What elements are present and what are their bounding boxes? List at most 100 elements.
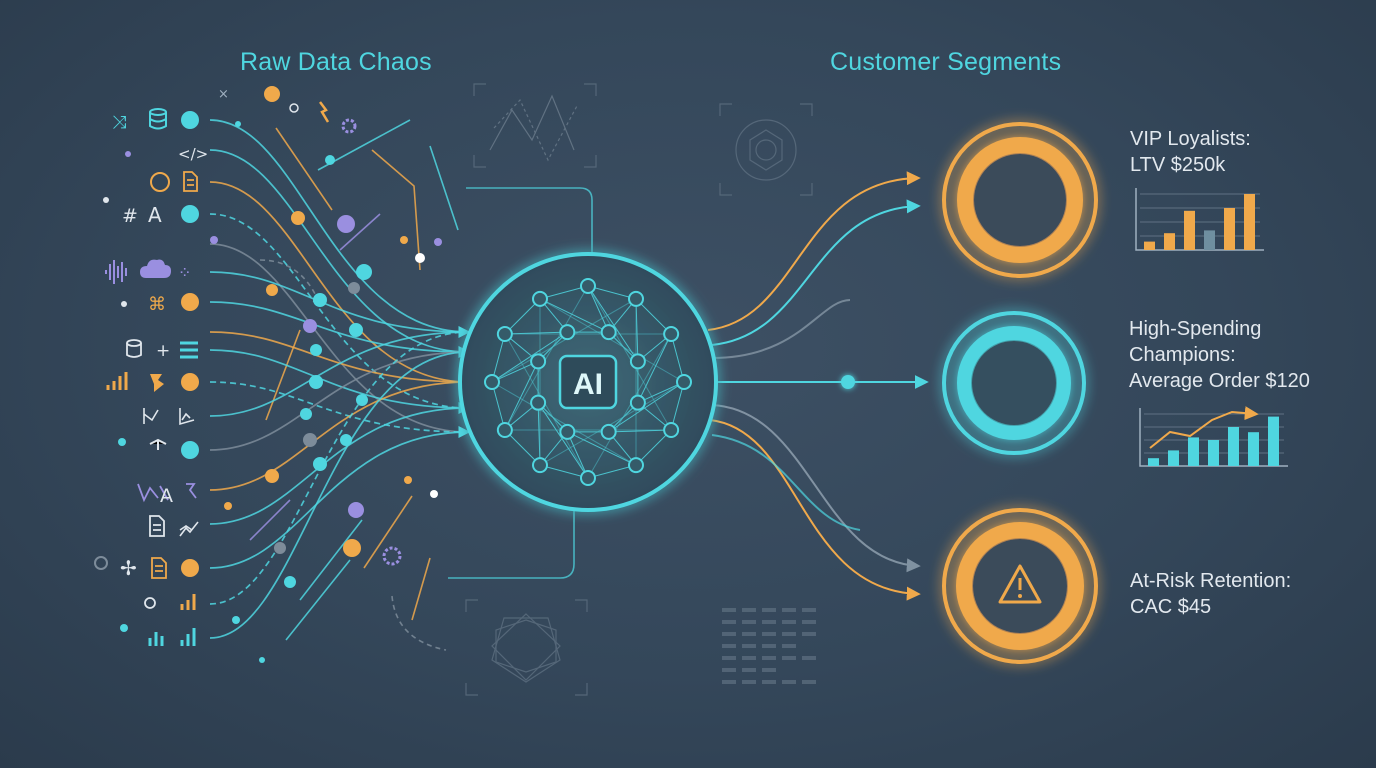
input-stream: [209, 331, 469, 417]
ai-core: AI: [458, 252, 718, 512]
output-flows: [707, 171, 929, 601]
warning-icon: [998, 564, 1042, 604]
chart-bar: [1168, 450, 1179, 466]
chart-bar: [1188, 437, 1199, 466]
chart-bar: [1208, 440, 1219, 466]
neural-node: [600, 324, 617, 341]
scatter-node: [400, 236, 408, 244]
sparkle-icon: ✢: [120, 556, 137, 580]
sphere-icon: [150, 172, 170, 192]
list-icon: [180, 341, 198, 359]
heading-customer-segments: Customer Segments: [830, 48, 1062, 76]
heading-raw-data: Raw Data Chaos: [240, 48, 432, 76]
hashtag-icon: #: [122, 205, 138, 227]
data-dot-small: [118, 438, 126, 446]
ring-icon: [289, 103, 299, 113]
scatter-node: [266, 284, 278, 296]
neural-node: [600, 423, 617, 440]
segment-champions-ring: [942, 311, 1086, 455]
input-stream: [209, 351, 469, 451]
chart-bar: [1204, 230, 1215, 250]
neural-node: [496, 326, 513, 342]
champions-bar-chart: [1139, 408, 1288, 467]
chart-bar: [1228, 427, 1239, 466]
data-dot-cyan: [181, 441, 199, 459]
neural-node: [676, 374, 692, 390]
champions-trend-line: [1149, 406, 1259, 449]
scatter-node: [325, 155, 335, 165]
flow-pulse-dot: [841, 375, 855, 389]
input-stream: [209, 271, 469, 333]
top-scatter-icons: [235, 86, 402, 566]
scatter-node: [224, 502, 232, 510]
chart-bar: [1224, 208, 1235, 250]
document-icon: [183, 171, 198, 192]
input-stream: [209, 213, 469, 409]
neural-node: [629, 394, 646, 411]
input-stream: [209, 119, 471, 338]
segment-atrisk-name: At-Risk Retention:: [1130, 570, 1292, 592]
ring-icon: [94, 556, 108, 570]
segment-atrisk-label: At-Risk Retention: CAC $45: [1130, 568, 1291, 620]
analysis-icon: [137, 483, 197, 503]
input-stream: [209, 381, 469, 433]
scatter-node: [348, 282, 360, 294]
scatter-node: [356, 264, 372, 280]
code-icon: </>: [178, 145, 208, 163]
data-dot-orange: [181, 373, 199, 391]
plus-icon: +: [156, 341, 170, 361]
scatter-node: [430, 490, 438, 498]
input-stream: [209, 346, 471, 639]
scatter-node: [404, 476, 412, 484]
gear-icon: [382, 546, 402, 566]
neural-nodes: [484, 278, 692, 486]
chart-bar: [1244, 194, 1255, 250]
scatter-node: [274, 542, 286, 554]
scatter-node: [259, 657, 265, 663]
input-stream: [209, 431, 469, 569]
neural-node: [484, 374, 500, 390]
scatter-nodes: [210, 155, 442, 663]
neural-node: [628, 290, 644, 307]
chart-bar: [1144, 241, 1155, 250]
input-stream: [209, 243, 471, 438]
scatter-node: [313, 457, 327, 471]
graph-node-icon: [149, 438, 167, 450]
chart-bar: [1148, 458, 1159, 466]
data-dot-small: [121, 301, 127, 307]
data-dot-small: [235, 121, 241, 127]
network-icon: ⌘: [148, 294, 166, 315]
bird-icon: [150, 374, 164, 392]
bar-signal-icon: [180, 594, 196, 610]
scatter-node: [265, 469, 279, 483]
neural-node: [530, 394, 547, 411]
data-dot-orange: [181, 559, 199, 577]
scatter-node: [349, 323, 363, 337]
segment-vip-ring: [942, 122, 1098, 278]
vip-bar-chart: [1135, 188, 1264, 251]
bar-chart-icon: [148, 628, 196, 646]
scatter-node: [310, 344, 322, 356]
segment-vip-label: VIP Loyalists: LTV $250k: [1130, 126, 1251, 178]
scatter-node: [415, 253, 425, 263]
scatter-node: [340, 434, 352, 446]
neural-node: [559, 423, 576, 440]
scatter-node: [337, 215, 355, 233]
input-stream: [209, 376, 471, 491]
close-icon: ×: [218, 87, 229, 102]
chart-axis: [1135, 188, 1264, 251]
neural-node: [663, 422, 680, 438]
input-stream: [209, 331, 469, 383]
scatter-node: [232, 616, 240, 624]
segment-atrisk-metric: CAC $45: [1130, 596, 1212, 618]
sound-wave-icon: [105, 260, 127, 284]
decor-frame-mid-top: [719, 103, 813, 196]
data-dot-small: [120, 624, 128, 632]
data-dot-small: [103, 197, 109, 203]
scatter-node: [313, 293, 327, 307]
document-icon: [149, 515, 165, 537]
vector-a-icon: A: [160, 485, 173, 507]
decor-frame-bottom: [465, 599, 588, 696]
database-icon: [149, 108, 167, 130]
